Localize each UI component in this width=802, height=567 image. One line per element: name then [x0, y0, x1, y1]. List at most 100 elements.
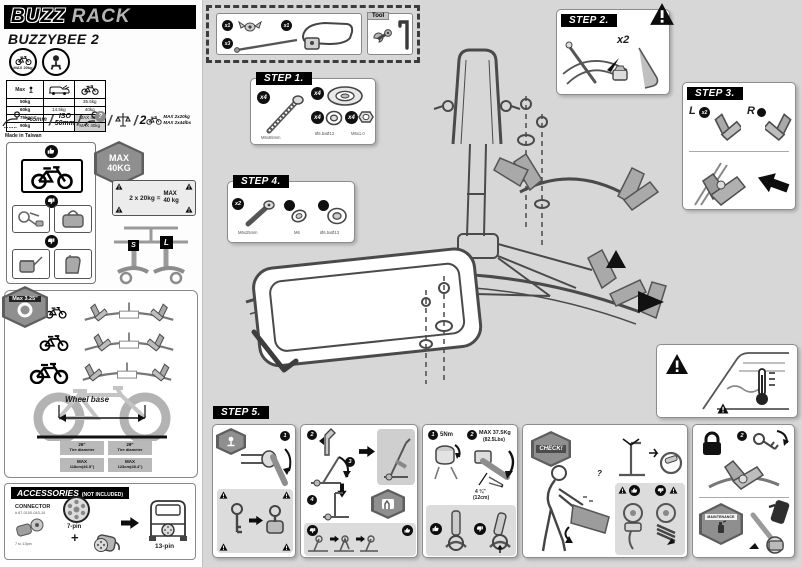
- max-weight-lbs-label: (82.5Lbs): [483, 437, 505, 443]
- made-in-label: Made in Taiwan: [5, 133, 42, 139]
- thumbs-down-icon: [45, 235, 58, 248]
- buckle-strap-sketch: [301, 21, 354, 50]
- large-bike-icon: [29, 360, 69, 384]
- left-holder-sketch: [709, 103, 741, 147]
- pin13-plug-sketch: [94, 534, 120, 552]
- arrow-right-icon: [356, 535, 365, 543]
- towball-icon: [50, 55, 62, 70]
- step-number: 4: [307, 495, 317, 505]
- holder-mounting-sketch: [694, 162, 747, 206]
- maintenance-badge: MAINTENANCE: [699, 503, 743, 545]
- step2-box: STEP 2. x2: [556, 9, 670, 95]
- step5-tilt-panel: 2 3 4: [300, 424, 418, 558]
- washer-m6-label: M6: [294, 230, 300, 235]
- main-assembly-illustration: [245, 48, 667, 384]
- child-seat-sketch: [65, 255, 81, 274]
- spec-table-header: Max: [7, 81, 105, 99]
- bag-sketch: [62, 210, 84, 228]
- pin7-connector: [63, 496, 90, 523]
- maintenance-label: MAINTENANCE: [705, 514, 737, 520]
- max-label: MAX: [109, 153, 129, 164]
- warning-icon: [282, 543, 291, 551]
- tool-label: Tool: [367, 12, 390, 20]
- step3-box: STEP 3. L x2 R: [682, 82, 796, 210]
- tire-badge-label: Max 3.25": [9, 295, 41, 303]
- step5-clamp-panel: 1: [212, 424, 296, 558]
- small-bike-icon: [45, 305, 67, 319]
- step-number: 1: [428, 430, 438, 440]
- spec-cell: 40kg: [84, 107, 95, 112]
- formula-left: 2 x 20kg =: [129, 194, 161, 202]
- clamp-lever-sketch: [241, 448, 292, 486]
- question-badge: ?: [94, 110, 106, 122]
- accessories-panel: ACCESSORIES (NOT INCLUDED) CONNECTOR # 6…: [4, 483, 196, 560]
- washer-613-label: Ø6.5xØ13: [320, 230, 340, 235]
- bolt-size-label: M6x65mm: [261, 135, 281, 140]
- sl-holder-illustration: S L: [104, 220, 198, 286]
- hitch-clearance-icon: [2, 111, 21, 128]
- key-in-lock-sketch: [266, 505, 284, 534]
- thumbs-down-icon: [655, 485, 666, 496]
- hand-pinch-icon: [382, 499, 394, 509]
- thumbs-up-icon: [45, 145, 58, 158]
- load-seq-sketch: [308, 535, 378, 552]
- divider: [689, 151, 789, 152]
- qty-dot: x1: [281, 20, 292, 31]
- bolt-sketch: [245, 200, 275, 227]
- qty-dot: x4: [311, 111, 324, 124]
- qty-dot: x2: [699, 107, 710, 118]
- step2-sketch: [562, 41, 659, 89]
- warning-icon: [717, 403, 729, 414]
- torque-label: 5Nm: [440, 432, 454, 438]
- thumbs-up-icon: [430, 523, 442, 535]
- warning-icon: [618, 486, 627, 494]
- qty-dot: x4: [345, 111, 358, 124]
- spray-can-icon: [718, 520, 726, 533]
- keys-sketch: [231, 503, 243, 534]
- wheel-position-inset: [426, 505, 516, 556]
- max-weight-label: MAX 37.5Kg: [479, 430, 511, 436]
- tilt-rack-sketch: [311, 456, 351, 487]
- check-label: CHECK!: [536, 445, 566, 453]
- washer-m6-sketch: [291, 209, 307, 223]
- warning-icon: [669, 486, 678, 494]
- big-washer-sketch: [327, 86, 363, 106]
- heat-warning-box: [656, 344, 798, 418]
- solid-dot: [284, 200, 295, 211]
- wheelbase-label: Wheel base: [65, 395, 110, 404]
- adapter-sketch: [16, 518, 44, 537]
- bolt-sketch: [266, 95, 304, 134]
- spec-cell: 14.5kg: [44, 107, 75, 114]
- divider: [699, 497, 789, 498]
- wheelbase-bike-sketch: [33, 386, 171, 441]
- brand-rack: RACK: [71, 6, 131, 27]
- left-tag: L: [689, 105, 696, 117]
- not-allowed-box-2: [54, 205, 92, 233]
- warning-icon: [219, 543, 228, 551]
- bike-row-medium: [39, 329, 183, 355]
- gap-inches-label: 4 ¾": [475, 489, 486, 495]
- tilted-result-inset: [377, 429, 415, 485]
- step1-title: STEP 1.: [256, 72, 312, 85]
- scale-icon: [114, 113, 131, 127]
- thumbs-up-icon: [402, 525, 413, 536]
- right-tag: R: [747, 105, 755, 117]
- step5-title: STEP 5.: [213, 406, 269, 419]
- pin7-face: [67, 499, 86, 520]
- warning-icon: [649, 2, 675, 26]
- qty-dot: x4: [257, 91, 270, 104]
- step2-qty: x2: [617, 34, 630, 46]
- solid-dot: [318, 200, 329, 211]
- thumbs-up-icon: [629, 485, 640, 496]
- parts-box: x1 x3 x1 Tool: [206, 5, 420, 63]
- bike-icon: [30, 163, 74, 189]
- step-number: 3: [345, 457, 355, 467]
- pin7-label: 7-pin: [67, 524, 82, 530]
- keys-warning-inset: [217, 489, 293, 553]
- knob-part-sketch: [238, 20, 262, 32]
- gap-cm-label: (12cm): [473, 495, 490, 501]
- tilted-rack-sketch: [384, 438, 411, 481]
